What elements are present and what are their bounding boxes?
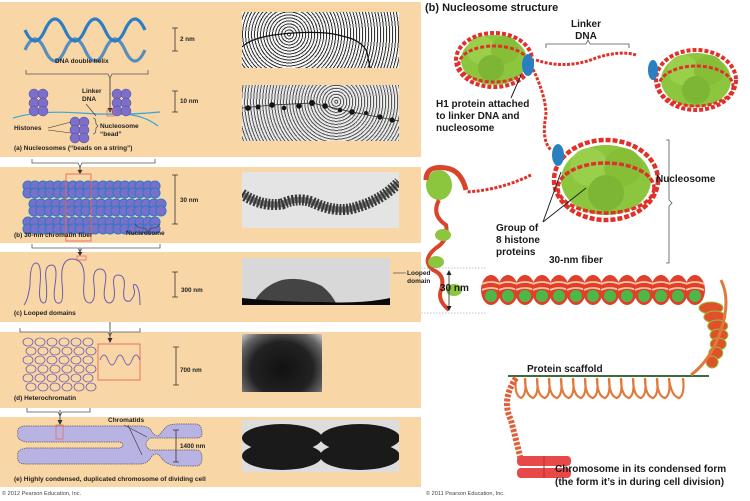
coiled-fiber-left	[423, 165, 469, 312]
micrograph-condensed-chromosome	[242, 420, 399, 472]
chromosome-rest: in its condensed form	[619, 464, 727, 475]
chromosome-bold: Chromosome	[555, 464, 620, 475]
nucleosome-structure-diagram	[421, 31, 738, 478]
micrograph-dna	[242, 12, 399, 68]
fiber-nucleosome	[22, 216, 41, 235]
caption-e: (e) Highly condensed, duplicated chromos…	[14, 476, 206, 483]
fiber-30nm	[481, 275, 729, 369]
fiber-coil	[532, 275, 552, 305]
label-linker-dna-b: Linker DNA	[571, 19, 602, 42]
scale-300nm: 300 nm	[181, 287, 203, 294]
fiber-nucleosome	[142, 180, 161, 199]
fiber-coil	[583, 275, 603, 305]
pointer-looped-domain	[393, 272, 406, 274]
caption-a: (a) Nucleosomes (“beads on a string”)	[14, 145, 133, 152]
dna-double-helix	[12, 17, 178, 168]
micrograph-beads-on-string	[242, 85, 399, 141]
fiber-coil	[634, 275, 654, 305]
fiber-nucleosome	[82, 180, 101, 199]
label-dna-double-helix: DNA double helix	[55, 58, 109, 65]
label-h1-protein: H1 protein attached to linker DNA and nu…	[436, 99, 530, 134]
fiber-nucleosome	[103, 198, 122, 217]
fiber-nucleosome	[67, 216, 86, 235]
fiber-coil	[549, 275, 569, 305]
label-nucleosome-bead: Nucleosome “bead”	[100, 123, 139, 138]
nucleosome-center	[551, 137, 661, 223]
fiber-nucleosome	[52, 216, 71, 235]
label-30nm-fiber: 30-nm fiber	[549, 255, 603, 266]
label-chromosome: Chromosome in its condensed form	[555, 464, 726, 476]
fiber-nucleosome	[88, 198, 107, 217]
label-protein-scaffold: Protein scaffold	[527, 364, 603, 375]
copyright-right: © 2011 Pearson Education, Inc.	[426, 491, 505, 497]
fiber-nucleosome	[97, 216, 116, 235]
fiber-nucleosome	[148, 198, 167, 217]
label-looped-domain: Looped domain	[407, 270, 431, 285]
caption-b: (b) 30-nm chromatin fiber	[14, 232, 93, 239]
fiber-coil	[515, 275, 535, 305]
label-chromatids: Chromatids	[108, 417, 145, 424]
fiber-coil	[481, 275, 501, 305]
label-histone-group: Group of 8 histone proteins	[496, 223, 540, 258]
caption-c: (c) Looped domains	[14, 310, 76, 317]
micrograph-30nm-fiber	[242, 172, 399, 228]
scale-10nm: 10 nm	[180, 98, 199, 105]
histone-bead-1	[28, 88, 49, 117]
fiber-nucleosome	[82, 216, 101, 235]
heterochromatin	[22, 322, 179, 417]
fiber-nucleosome	[112, 216, 131, 235]
bead-dots	[242, 100, 399, 123]
fiber-nucleosome	[43, 198, 62, 217]
h1-protein-top-left	[522, 54, 534, 76]
chromatin-fiber-30nm	[22, 166, 178, 253]
micrograph-looped-domain	[242, 258, 390, 305]
fiber-nucleosome	[67, 180, 86, 199]
label-histones: Histones	[14, 125, 42, 132]
scaffold-loops	[514, 377, 685, 400]
fiber-coil	[617, 275, 637, 305]
nucleosome-top-left	[454, 31, 534, 89]
fiber-coil	[566, 275, 586, 305]
histone-bead-2	[111, 88, 132, 117]
fiber-coil	[668, 275, 688, 305]
fiber-nucleosome	[127, 180, 146, 199]
right-title: (b) Nucleosome structure	[425, 2, 559, 14]
fiber-coil	[685, 275, 705, 305]
scale-1400nm: 1400 nm	[180, 443, 206, 450]
copyright-left: © 2012 Pearson Education, Inc.	[2, 491, 82, 497]
label-linker-dna-a: Linker DNA	[82, 88, 102, 103]
fiber-nucleosome	[37, 180, 56, 199]
label-30nm-width: 30 nm	[440, 283, 469, 294]
label-chromosome-line2: (the form it’s in during cell division)	[555, 477, 725, 488]
panel-d	[0, 332, 421, 408]
micrograph-heterochromatin	[242, 334, 322, 392]
scale-700nm: 700 nm	[180, 367, 202, 374]
label-nucleosome-b: Nucleosome	[126, 230, 165, 237]
fiber-nucleosome	[22, 180, 41, 199]
histone-bead-3	[69, 116, 90, 144]
scale-30nm: 30 nm	[180, 197, 199, 204]
fiber-nucleosome	[142, 216, 161, 235]
condensed-chromosome	[17, 410, 203, 467]
fiber-coil	[498, 275, 518, 305]
label-nucleosome-b: Nucleosome	[656, 174, 716, 185]
scale-2nm: 2 nm	[180, 36, 195, 43]
condensed-chromosome-right	[517, 456, 571, 478]
nucleosome-top-right	[648, 48, 738, 112]
fiber-nucleosome	[112, 180, 131, 199]
fiber-nucleosome	[97, 180, 116, 199]
caption-d: (d) Heterochromatin	[14, 395, 77, 402]
